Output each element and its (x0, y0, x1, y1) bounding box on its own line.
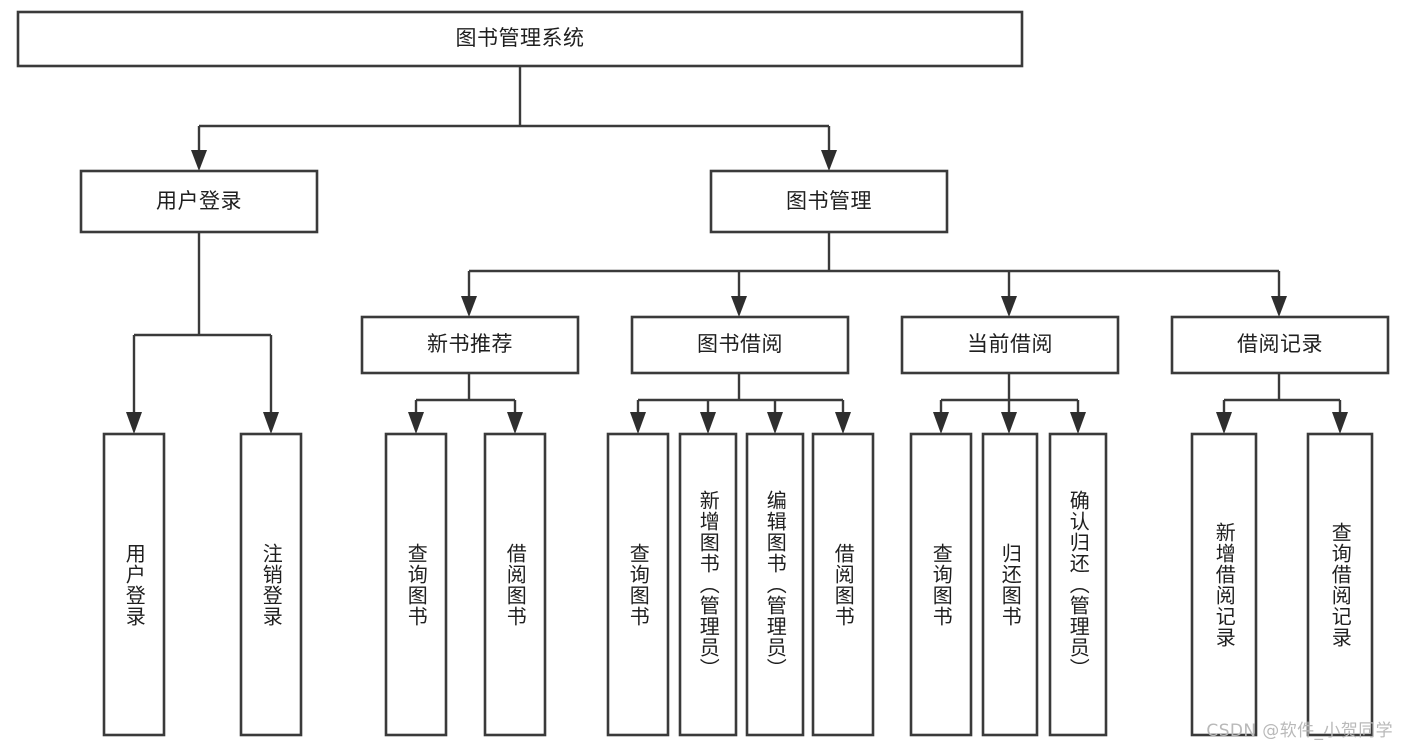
arrow-head-icon (1216, 412, 1232, 434)
arrow-head-icon (767, 412, 783, 434)
node-leaf-query-book-1[interactable] (384, 432, 448, 737)
arrow-head-icon (731, 296, 747, 317)
arrow-head-icon (1001, 412, 1017, 434)
node-leaf-edit-book-admin[interactable] (745, 432, 805, 737)
node-leaf-query-book-2[interactable] (606, 432, 670, 737)
node-leaf-return-book[interactable] (981, 432, 1039, 737)
connector-bookmgmt-to-level3 (461, 232, 1287, 317)
arrow-head-icon (507, 412, 523, 434)
node-leaf-query-borrow-record[interactable] (1306, 432, 1374, 737)
arrow-head-icon (821, 150, 837, 171)
node-leaf-add-book-admin[interactable] (678, 432, 738, 737)
node-root[interactable] (16, 10, 1024, 68)
connector-bookborrow-to-leaves (630, 373, 851, 434)
node-book-borrow[interactable] (630, 315, 850, 375)
connector-newbook-to-leaves (408, 373, 523, 434)
connector-root-to-level2 (191, 66, 837, 171)
arrow-head-icon (933, 412, 949, 434)
node-new-book-recommend[interactable] (360, 315, 580, 375)
arrow-head-icon (835, 412, 851, 434)
arrow-head-icon (263, 412, 279, 434)
node-leaf-query-book-3[interactable] (909, 432, 973, 737)
arrow-head-icon (408, 412, 424, 434)
arrow-head-icon (700, 412, 716, 434)
node-current-borrow[interactable] (900, 315, 1120, 375)
arrow-head-icon (1332, 412, 1348, 434)
node-book-management[interactable] (709, 169, 949, 234)
connector-userlogin-to-leaves (126, 232, 279, 434)
arrow-head-icon (1070, 412, 1086, 434)
arrow-head-icon (126, 412, 142, 434)
connector-currentborrow-to-leaves (933, 373, 1086, 434)
node-borrow-record[interactable] (1170, 315, 1390, 375)
node-leaf-borrow-book-2[interactable] (811, 432, 875, 737)
node-leaf-add-borrow-record[interactable] (1190, 432, 1258, 737)
node-leaf-user-login[interactable] (102, 432, 166, 737)
connector-borrowrecord-to-leaves (1216, 373, 1348, 434)
arrow-head-icon (1271, 296, 1287, 317)
arrow-head-icon (1001, 296, 1017, 317)
node-user-login[interactable] (79, 169, 319, 234)
node-leaf-logout[interactable] (239, 432, 303, 737)
arrow-head-icon (630, 412, 646, 434)
arrow-head-icon (191, 150, 207, 171)
arrow-head-icon (461, 296, 477, 317)
node-leaf-confirm-return-admin[interactable] (1048, 432, 1108, 737)
node-leaf-borrow-book-1[interactable] (483, 432, 547, 737)
